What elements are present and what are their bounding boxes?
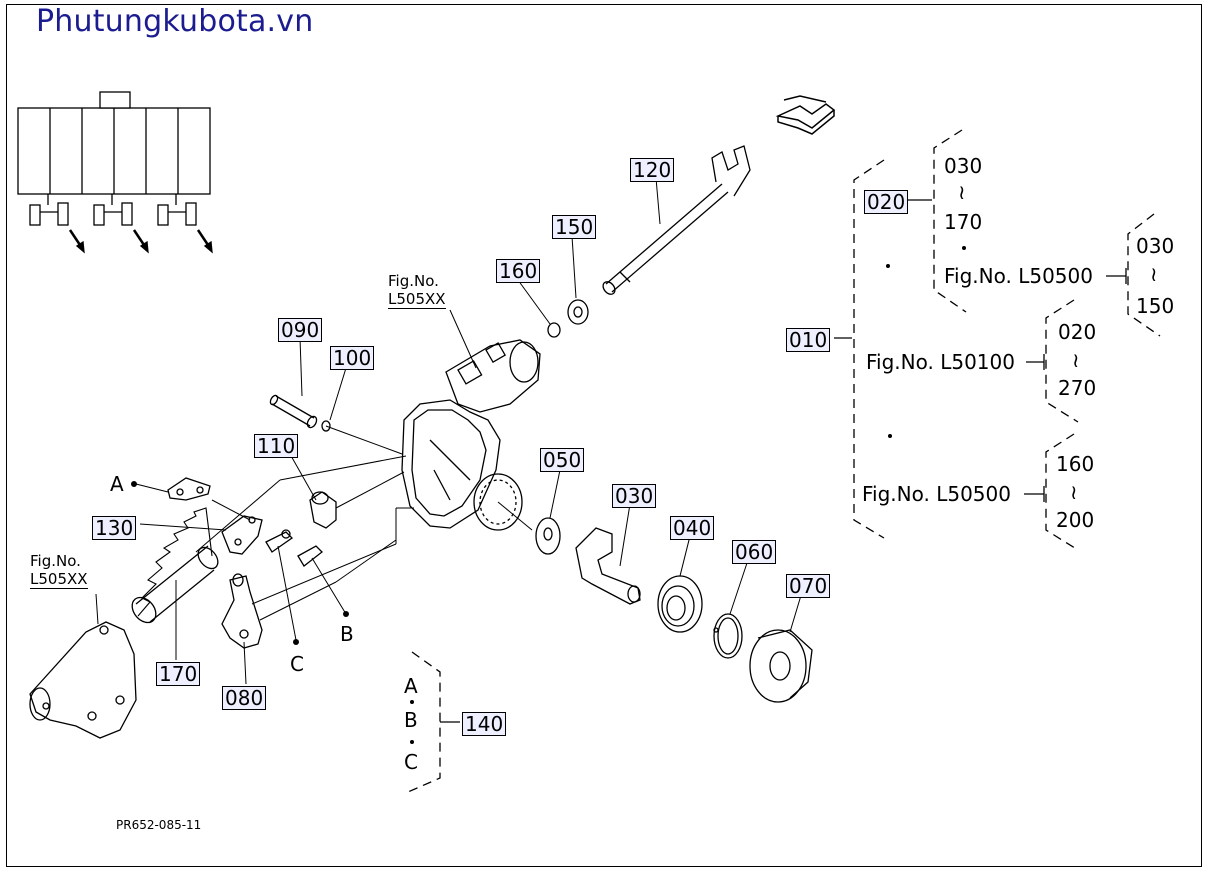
group-140-dot-1 <box>410 700 414 704</box>
rod-120 <box>602 145 751 295</box>
marker-a: A <box>110 472 124 496</box>
shaft-030 <box>575 527 641 605</box>
washer-050 <box>535 517 561 555</box>
fig-ref-top: Fig.No. L505XX <box>388 272 446 309</box>
part-160 <box>547 322 561 338</box>
fig-ref-top-line2: L505XX <box>388 290 446 309</box>
diagram-frame <box>6 4 1202 867</box>
part-label-120[interactable]: 120 <box>630 158 675 182</box>
group-140-a: A <box>404 674 418 698</box>
part-label-150[interactable]: 150 <box>552 215 597 239</box>
oring-100 <box>321 420 331 432</box>
housing-bore <box>473 473 523 531</box>
pin-090 <box>269 394 318 429</box>
lever-080 <box>221 573 263 649</box>
governor-housing <box>401 339 541 529</box>
ga-to: 150 <box>1136 294 1175 318</box>
clip-b <box>297 545 323 567</box>
part-label-100[interactable]: 100 <box>330 346 375 370</box>
legend-connectors <box>440 199 1127 723</box>
part-label-030[interactable]: 030 <box>612 484 657 508</box>
part-150 <box>567 299 589 325</box>
marker-c: C <box>290 652 304 676</box>
part-label-130[interactable]: 130 <box>92 516 137 540</box>
spring-170 <box>131 507 219 624</box>
fig-ref-top-line1: Fig.No. <box>388 272 439 290</box>
part-label-170[interactable]: 170 <box>156 662 201 686</box>
legend-brackets <box>407 129 1161 793</box>
part-label-080[interactable]: 080 <box>222 686 267 710</box>
part-label-040[interactable]: 040 <box>670 516 715 540</box>
fig-ref-a[interactable]: Fig.No. L50500 <box>944 264 1093 288</box>
part-label-090[interactable]: 090 <box>278 318 323 342</box>
part-label-060[interactable]: 060 <box>732 540 777 564</box>
ring-060 <box>713 613 743 659</box>
group-140-b: B <box>404 708 418 732</box>
direction-arrow <box>775 103 836 129</box>
ga-tilde: ≀ <box>1150 262 1158 286</box>
g020-tilde: ≀ <box>958 180 966 204</box>
gb-from: 020 <box>1058 320 1097 344</box>
legend-dot-1 <box>886 264 890 268</box>
fig-ref-left: Fig.No. L505XX <box>30 552 88 589</box>
washer-070 <box>749 629 813 703</box>
part-label-050[interactable]: 050 <box>540 448 585 472</box>
fig-ref-c[interactable]: Fig.No. L50500 <box>862 482 1011 506</box>
part-label-070[interactable]: 070 <box>786 574 831 598</box>
group-140-c: C <box>404 750 418 774</box>
part-label-020[interactable]: 020 <box>864 190 909 214</box>
gb-tilde: ≀ <box>1072 348 1080 372</box>
engine-thumbnail <box>17 91 213 254</box>
fig-ref-left-line2: L505XX <box>30 570 88 589</box>
clip-c <box>265 529 294 553</box>
part-label-160[interactable]: 160 <box>496 259 541 283</box>
part-label-010[interactable]: 010 <box>786 328 831 352</box>
leader-lines <box>95 177 803 685</box>
fig-ref-left-line1: Fig.No. <box>30 552 81 570</box>
link-130 <box>221 515 263 555</box>
bearing-040 <box>657 575 703 633</box>
group-140-dot-2 <box>410 740 414 744</box>
g020-to: 170 <box>944 210 983 234</box>
housing-l505xx <box>29 621 137 739</box>
part-label-110[interactable]: 110 <box>254 434 299 458</box>
part-label-140[interactable]: 140 <box>462 712 507 736</box>
marker-b: B <box>340 622 354 646</box>
gc-tilde: ≀ <box>1070 480 1078 504</box>
gc-to: 200 <box>1056 508 1095 532</box>
site-title[interactable]: Phutungkubota.vn <box>36 4 314 39</box>
gb-to: 270 <box>1058 376 1097 400</box>
legend-dot-2 <box>888 434 892 438</box>
gc-from: 160 <box>1056 452 1095 476</box>
g020-from: 030 <box>944 154 983 178</box>
cap-110 <box>309 491 337 529</box>
ga-from: 030 <box>1136 234 1175 258</box>
fig-ref-b[interactable]: Fig.No. L50100 <box>866 350 1015 374</box>
drawing-code: PR652-085-11 <box>116 818 202 832</box>
g020-dot <box>962 246 966 250</box>
pin-a <box>167 477 211 501</box>
